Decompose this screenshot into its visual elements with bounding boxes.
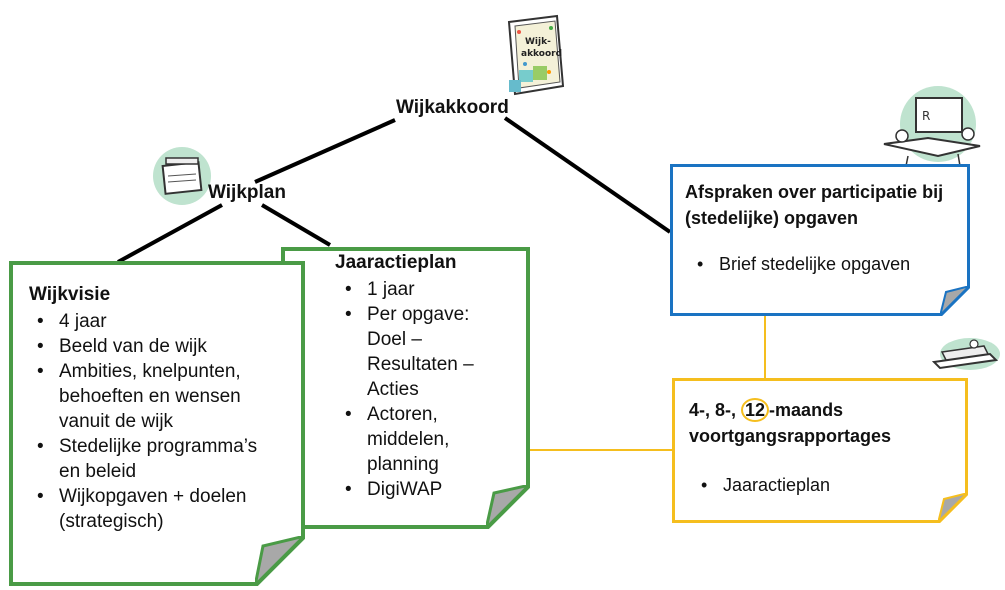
list-item: DigiWAP <box>333 477 516 502</box>
list-item: Wijkopgaven + doelen (strategisch) <box>25 484 277 534</box>
tablet-icon <box>930 332 1002 372</box>
card-voortgang-title: 4-, 8-, 12-maands voortgangsrapportages <box>689 397 929 449</box>
card-afspraken-list: Brief stedelijke opgaven <box>685 252 959 277</box>
card-wijkvisie-title: Wijkvisie <box>29 284 111 305</box>
card-jaaractieplan: Jaaractieplan 1 jaar Per opgave: Doel – … <box>281 247 530 529</box>
card-wijkvisie: Wijkvisie 4 jaar Beeld van de wijk Ambit… <box>9 261 305 586</box>
title-prefix: 4-, 8-, <box>689 400 742 420</box>
card-jaaractieplan-title: Jaaractieplan <box>335 252 457 273</box>
line-plan-to-wijkvisie <box>117 203 223 264</box>
wijkplan-icon <box>152 146 214 208</box>
node-wijkplan: Wijkplan <box>208 182 286 203</box>
list-item: Per opgave: Doel – Resultaten – Acties <box>333 302 487 402</box>
line-root-to-afspraken <box>503 116 672 234</box>
meeting-icon: R <box>878 84 986 168</box>
list-item: Stedelijke programma’s en beleid <box>25 434 277 484</box>
svg-text:R: R <box>922 109 930 123</box>
fold-corner <box>255 536 305 586</box>
card-afspraken-title: Afspraken over participatie bij (stedeli… <box>685 182 944 228</box>
title-highlight: 12 <box>741 398 770 422</box>
card-voortgang: 4-, 8-, 12-maands voortgangsrapportages … <box>672 378 968 523</box>
list-item: Beeld van de wijk <box>25 334 277 359</box>
card-jaaractieplan-list: 1 jaar Per opgave: Doel – Resultaten – A… <box>333 277 516 502</box>
title-suffix: -maands voortgangsrapportages <box>689 400 892 446</box>
list-item: Actoren, middelen, planning <box>333 402 487 477</box>
card-wijkvisie-list: 4 jaar Beeld van de wijk Ambities, knelp… <box>25 309 277 534</box>
line-plan-to-jaaractieplan <box>260 203 332 247</box>
card-afspraken: Afspraken over participatie bij (stedeli… <box>670 164 970 316</box>
fold-corner <box>938 493 968 523</box>
svg-text:akkoord: akkoord <box>521 49 562 59</box>
booklet-icon: Wijk- akkoord <box>505 14 567 98</box>
list-item: Jaaractieplan <box>689 473 957 498</box>
svg-text:Wijk-: Wijk- <box>525 37 551 47</box>
list-item: 1 jaar <box>333 277 516 302</box>
node-wijkakkoord: Wijkakkoord <box>396 97 509 118</box>
card-voortgang-list: Jaaractieplan <box>689 473 957 498</box>
list-item: 4 jaar <box>25 309 277 334</box>
list-item: Brief stedelijke opgaven <box>685 252 959 277</box>
fold-corner <box>486 485 530 529</box>
fold-corner <box>940 286 970 316</box>
list-item: Ambities, knelpunten, behoeften en wense… <box>25 359 277 434</box>
line-root-to-plan <box>254 118 396 184</box>
